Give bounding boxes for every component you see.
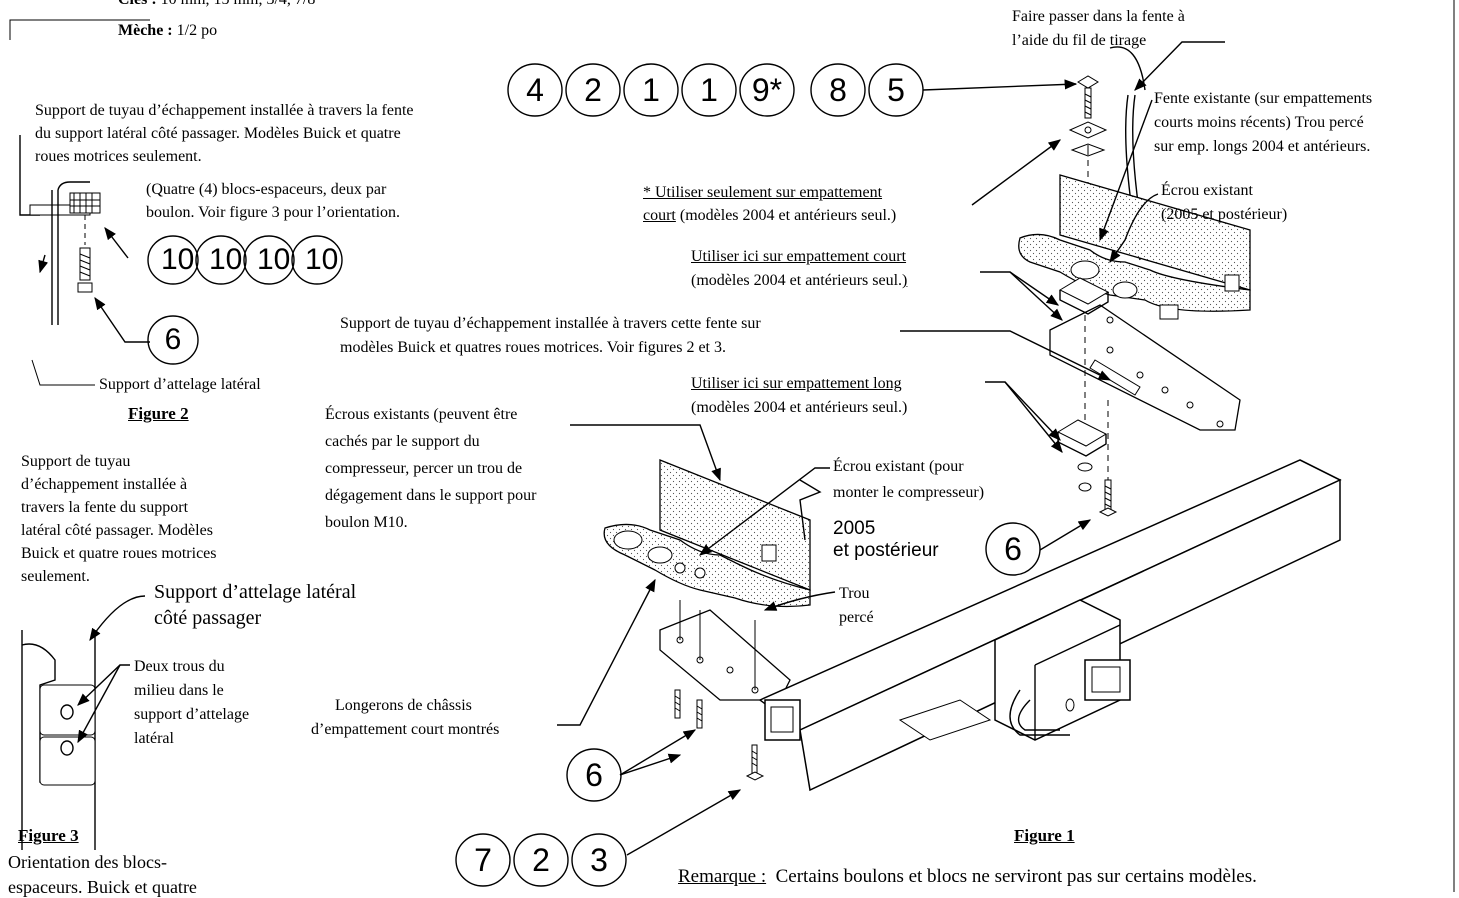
fig3-passenger-bracket-1: Support d’attelage latéral xyxy=(154,581,357,603)
top-callout-5: 9* xyxy=(751,72,783,108)
spacer-callout-1: 10 xyxy=(161,243,195,276)
keys-value: 10 mm, 15 mm, 3/4, 7/8 xyxy=(161,0,316,8)
remark-text: Certains boulons et blocs ne serviront p… xyxy=(775,866,1257,887)
top-callout-3: 1 xyxy=(642,72,660,108)
spacer-callout-3: 10 xyxy=(257,243,291,276)
tools-keys-line: Clés : 10 mm, 15 mm, 3/4, 7/8 xyxy=(118,0,315,9)
year-note-1: 2005 xyxy=(833,518,876,539)
existing-slot-note-1: Fente existante (sur empattements xyxy=(1154,90,1373,107)
existing-slot-note-2: courts moins récents) Trou percé xyxy=(1154,114,1364,131)
spacer-callout-2: 10 xyxy=(209,243,243,276)
use-here-short-line2: (modèles 2004 et antérieurs seul.) xyxy=(691,271,907,290)
existing-nuts-note-4: dégagement dans le support pour xyxy=(325,487,537,504)
figure3-drawing xyxy=(21,595,146,850)
fig3-holes-label-3: support d’attelage xyxy=(134,706,250,723)
frame-rails-note-1: Longerons de châssis xyxy=(335,697,472,714)
spacer-callout-4: 10 xyxy=(305,243,339,276)
fig3-orientation-1: Orientation des blocs- xyxy=(8,852,167,872)
keys-label: Clés : xyxy=(118,0,157,8)
short-wb-only-note-2: court xyxy=(643,207,676,224)
short-wb-only-note-line2: court (modèles 2004 et antérieurs seul.) xyxy=(643,206,896,225)
figure1-bottom-callouts xyxy=(455,833,627,887)
existing-nuts-note-3: compresseur, percer un trou de xyxy=(325,460,523,477)
year-note-2: et postérieur xyxy=(833,540,939,561)
fig3-exhaust-note-5: Buick et quatre roues motrices xyxy=(21,545,217,562)
bottom-callout-2: 2 xyxy=(532,842,550,878)
use-here-long-1: Utiliser ici sur empattement long xyxy=(691,375,902,392)
fig2-spacer-note-1: (Quatre (4) blocs-espaceurs, deux par xyxy=(146,181,387,198)
remark-label: Remarque : xyxy=(678,866,767,887)
existing-nuts-note-5: boulon M10. xyxy=(325,514,408,531)
hitch-crosstube xyxy=(758,459,1342,792)
existing-nut-note-2: (2005 et postérieur) xyxy=(1161,206,1288,223)
fig3-exhaust-note-1: Support de tuyau xyxy=(21,453,131,470)
existing-slot-note-3: sur emp. longs 2004 et antérieurs. xyxy=(1154,138,1371,155)
fig3-exhaust-note-3: travers la fente du support xyxy=(21,499,189,516)
bottom-callout-3: 3 xyxy=(590,842,608,878)
fig3-passenger-bracket-2: côté passager xyxy=(154,607,262,629)
remark-line: Remarque : Certains boulons et blocs ne … xyxy=(678,866,1257,888)
right-frame-rail xyxy=(1018,174,1251,320)
fig2-exhaust-note-2: du support latéral côté passager. Modèle… xyxy=(35,125,401,142)
fig3-holes-label-4: latéral xyxy=(134,730,174,747)
fig3-exhaust-note-4: latéral côté passager. Modèles xyxy=(21,522,213,539)
drilled-hole-note-1: Trou xyxy=(839,585,870,602)
bottom-callout-1: 7 xyxy=(474,842,492,878)
existing-nut-note-1: Écrou existant xyxy=(1161,182,1253,199)
figure3-title: Figure 3 xyxy=(18,826,79,845)
fish-wire-note-1: Faire passer dans la fente à xyxy=(1012,8,1185,25)
right-bolt-callout-number: 6 xyxy=(1004,531,1022,567)
top-callout-1: 4 xyxy=(526,72,544,108)
figure2-bolt-callout-number: 6 xyxy=(164,323,182,356)
use-here-short-2: (modèles 2004 et antérieurs seul. xyxy=(691,272,903,289)
fig3-orientation-2: espaceurs. Buick et quatre xyxy=(8,877,197,897)
figure2-bolt-callout xyxy=(147,315,199,365)
fish-wire-note-2: l’aide du fil de tirage xyxy=(1012,32,1147,49)
figure2-drawing xyxy=(9,19,150,386)
fig3-holes-label-2: milieu dans le xyxy=(134,682,224,699)
fig3-exhaust-note-2: d’échappement installée à xyxy=(21,476,188,493)
exhaust-slot-note-1: Support de tuyau d’échappement installée… xyxy=(340,315,761,332)
figure1-leaders xyxy=(557,41,1225,856)
exhaust-slot-note-2: modèles Buick et quatres roues motrices.… xyxy=(340,339,726,356)
figure1-right-bolt-callout xyxy=(985,522,1041,576)
use-here-long-2: (modèles 2004 et antérieurs seul.) xyxy=(691,399,908,416)
compressor-nut-note-2: monter le compresseur) xyxy=(833,484,985,501)
existing-nuts-note-2: cachés par le support du xyxy=(325,433,480,450)
top-callout-6: 8 xyxy=(829,72,847,108)
top-callout-2: 2 xyxy=(584,72,602,108)
use-here-short-3: ) xyxy=(902,272,908,289)
fig2-exhaust-note-1: Support de tuyau d’échappement installée… xyxy=(35,102,414,119)
bit-value: 1/2 po xyxy=(176,22,218,39)
left-bolt-callout-number: 6 xyxy=(585,757,603,793)
fig2-exhaust-note-3: roues motrices seulement. xyxy=(35,148,202,165)
short-wb-only-note-1: * Utiliser seulement sur empattement xyxy=(643,184,883,201)
figure2-title: Figure 2 xyxy=(128,404,189,423)
top-hardware-stack xyxy=(1068,46,1148,261)
bit-label: Mèche : xyxy=(118,22,173,39)
figure1-title: Figure 1 xyxy=(1014,826,1075,845)
frame-rails-note-2: d’empattement court montrés xyxy=(311,721,500,738)
right-side-bracket xyxy=(1049,277,1241,517)
left-frame-rail xyxy=(603,459,822,781)
figure2-spacer-callouts xyxy=(147,235,343,285)
top-callout-7: 5 xyxy=(887,72,905,108)
fig3-holes-label-1: Deux trous du xyxy=(134,658,225,675)
compressor-nut-note-1: Écrou existant (pour xyxy=(833,458,964,475)
top-callout-4: 1 xyxy=(700,72,718,108)
figure1-top-callouts xyxy=(507,63,1078,117)
fig3-exhaust-note-6: seulement. xyxy=(21,568,90,585)
figure1-left-bolt-callout xyxy=(566,748,622,802)
use-here-short-1: Utiliser ici sur empattement court xyxy=(691,248,907,265)
fig2-spacer-note-2: boulon. Voir figure 3 pour l’orientation… xyxy=(146,204,401,221)
drilled-hole-note-2: percé xyxy=(839,609,874,626)
short-wb-only-note-3: (modèles 2004 et antérieurs seul.) xyxy=(679,207,897,224)
tools-bit-line: Mèche : 1/2 po xyxy=(118,21,217,40)
fig2-side-bracket-label: Support d’attelage latéral xyxy=(99,376,261,393)
existing-nuts-note-1: Écrous existants (peuvent être xyxy=(325,406,518,423)
